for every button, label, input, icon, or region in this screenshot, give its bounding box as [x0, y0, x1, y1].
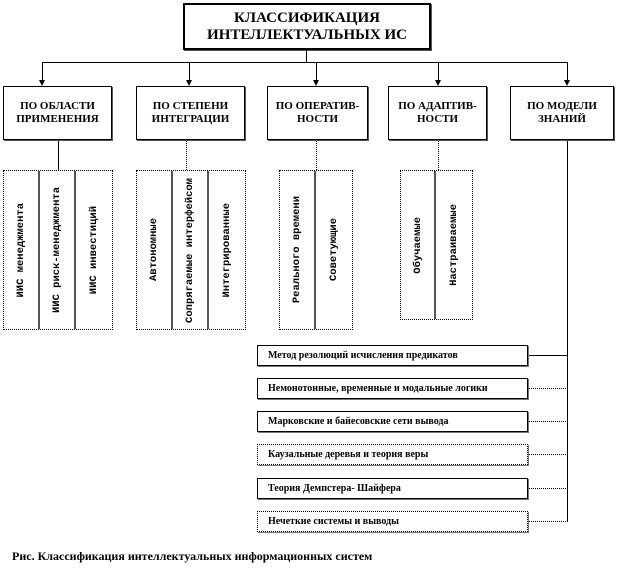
- subtype-item: Интегрированные: [209, 171, 245, 329]
- connector: [186, 141, 187, 170]
- knowledge-model-item: Метод резолюций исчисления предикатов: [257, 345, 528, 366]
- operativity-group: Реального времени Советующие: [279, 170, 353, 330]
- subtype-label: ИИС менеджмента: [15, 202, 28, 298]
- subtype-item: ИИС менеджмента: [4, 171, 41, 329]
- knowledge-model-item: Каузальные деревья и теория веры: [257, 444, 528, 465]
- subtype-label: Настраиваемые: [448, 204, 461, 286]
- connector: [316, 141, 317, 170]
- subtype-label: Реального времени: [291, 196, 304, 304]
- connector: [58, 141, 59, 170]
- subtype-item: Обучаемые: [401, 171, 437, 319]
- subtype-item: Автономные: [137, 171, 174, 329]
- connector: [528, 521, 568, 522]
- arrow-icon: [186, 80, 192, 86]
- knowledge-model-item: Теория Демпстера- Шайфера: [257, 478, 528, 499]
- subtype-label: Советующие: [328, 218, 341, 282]
- subtype-item: Реального времени: [280, 171, 317, 329]
- connector: [528, 355, 568, 356]
- subtype-label: Обучаемые: [411, 216, 424, 274]
- subtype-label: ИИС инвестиций: [87, 205, 100, 295]
- connector: [528, 488, 568, 489]
- diagram-title: КЛАССИФИКАЦИЯ ИНТЕЛЛЕКТУАЛЬНЫХ ИС: [183, 3, 431, 50]
- integration-group: Автономные Сопрягаемые интерфейсом Интег…: [136, 170, 246, 330]
- knowledge-model-item: Нечеткие системы и выводы: [257, 511, 528, 532]
- adaptivity-group: Обучаемые Настраиваемые: [400, 170, 473, 320]
- connector: [567, 141, 568, 522]
- application-group: ИИС менеджмента ИИС риск-менеджмента ИИС…: [3, 170, 113, 330]
- connector: [42, 62, 568, 63]
- subtype-item: Сопрягаемые интерфейсом: [173, 171, 209, 329]
- subtype-item: Настраиваемые: [436, 171, 472, 319]
- connector: [567, 62, 568, 80]
- subtype-label: ИИС риск-менеджмента: [51, 186, 64, 314]
- connector: [316, 62, 317, 80]
- subtype-label: Сопрягаемые интерфейсом: [184, 177, 197, 323]
- category-knowledge-model: ПО МОДЕЛИ ЗНАНИЙ: [510, 86, 614, 140]
- subtype-item: Советующие: [316, 171, 352, 329]
- connector: [528, 454, 568, 455]
- connector: [306, 50, 307, 62]
- connector: [528, 421, 568, 422]
- arrow-icon: [39, 80, 45, 86]
- knowledge-model-item: Немонотонные, временные и модальные логи…: [257, 378, 528, 399]
- arrow-icon: [564, 80, 570, 86]
- subtype-item: ИИС риск-менеджмента: [40, 171, 76, 329]
- subtype-item: ИИС инвестиций: [76, 171, 112, 329]
- connector: [42, 62, 43, 80]
- category-integration: ПО СТЕПЕНИ ИНТЕГРАЦИИ: [136, 86, 245, 140]
- subtype-label: Интегрированные: [220, 202, 233, 298]
- connector: [528, 388, 568, 389]
- category-operativity: ПО ОПЕРАТИВ-НОСТИ: [267, 86, 368, 140]
- connector: [438, 141, 439, 170]
- connector: [438, 62, 439, 80]
- knowledge-model-item: Марковские и байесовские сети вывода: [257, 411, 528, 432]
- arrow-icon: [313, 80, 319, 86]
- category-application: ПО ОБЛАСТИ ПРИМЕНЕНИЯ: [3, 86, 112, 140]
- figure-caption: Рис. Классификация интеллектуальных инфо…: [12, 549, 373, 563]
- subtype-label: Автономные: [148, 218, 161, 282]
- connector: [189, 62, 190, 80]
- category-adaptivity: ПО АДАПТИВ-НОСТИ: [388, 86, 487, 140]
- arrow-icon: [435, 80, 441, 86]
